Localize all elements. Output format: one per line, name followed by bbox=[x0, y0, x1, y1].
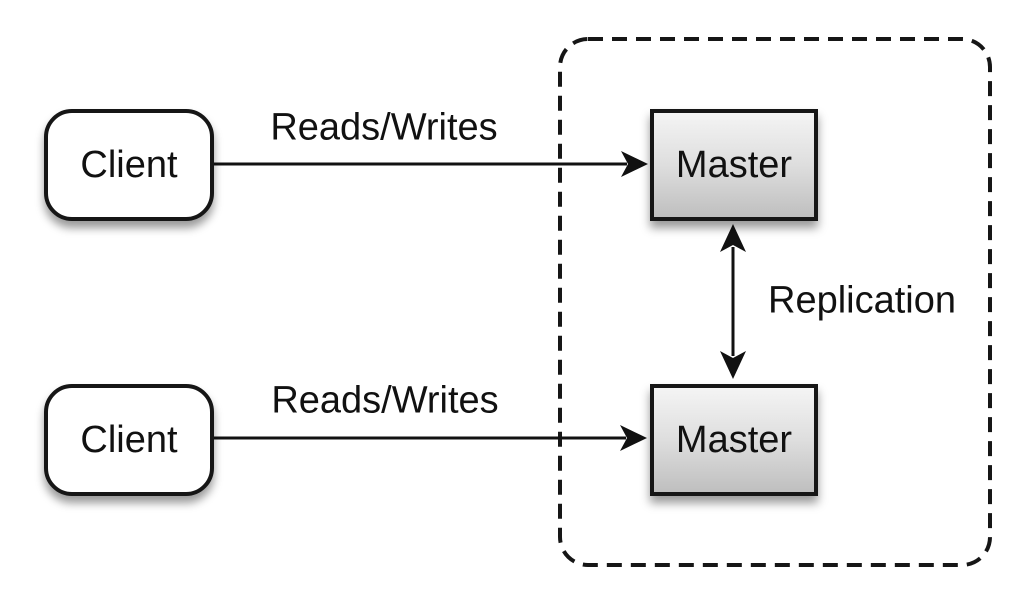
client-node-bottom: Client bbox=[44, 384, 214, 496]
client-node-top-label: Client bbox=[80, 143, 178, 186]
arrowhead-icon bbox=[621, 151, 648, 177]
reads-writes-arrow-top bbox=[214, 151, 648, 177]
reads-writes-label-bottom: Reads/Writes bbox=[271, 379, 499, 422]
master-node-top-label: Master bbox=[675, 143, 793, 186]
client-node-bottom-label: Client bbox=[80, 418, 178, 461]
arrowhead-icon bbox=[720, 224, 746, 252]
replication-arrow bbox=[720, 224, 746, 379]
master-node-bottom-label: Master bbox=[675, 418, 793, 461]
master-node-top: Master bbox=[650, 109, 818, 221]
replication-label: Replication bbox=[768, 279, 956, 322]
arrowhead-icon bbox=[720, 351, 746, 379]
arrowhead-icon bbox=[620, 425, 647, 451]
client-node-top: Client bbox=[44, 109, 214, 221]
reads-writes-label-top: Reads/Writes bbox=[270, 106, 498, 149]
master-node-bottom: Master bbox=[650, 384, 818, 496]
replication-group-border bbox=[558, 37, 992, 567]
reads-writes-arrow-bottom bbox=[214, 425, 647, 451]
